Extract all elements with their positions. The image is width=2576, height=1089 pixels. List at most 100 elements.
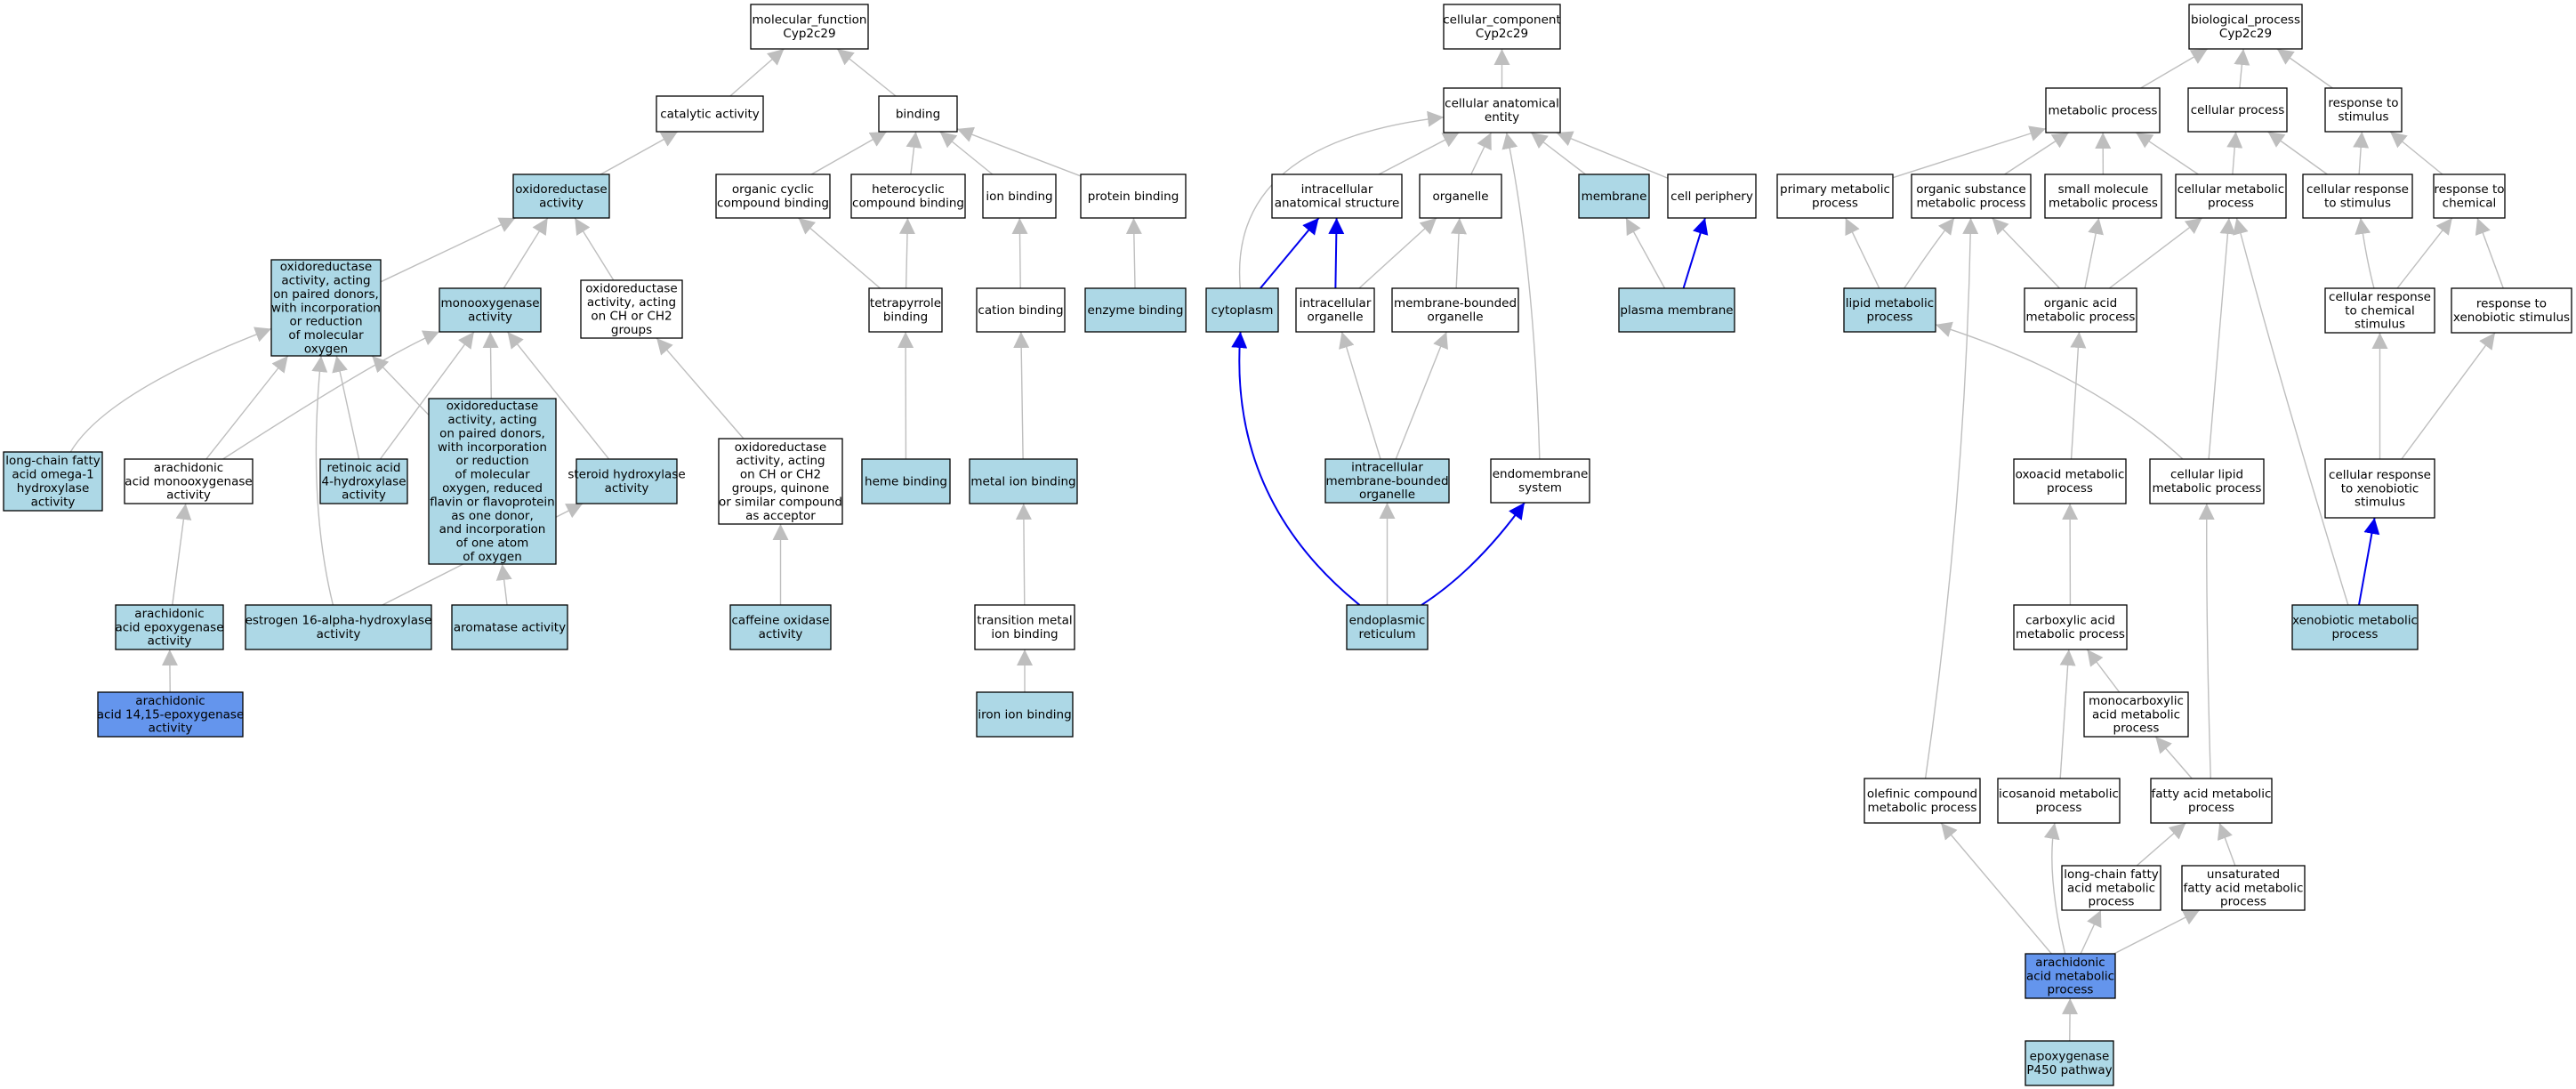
edge-olef-to-osmp xyxy=(1924,217,1979,779)
node-label-line: membrane xyxy=(1582,190,1647,204)
node-label-line: activity, acting xyxy=(447,413,536,427)
node-org[interactable]: organelle xyxy=(1419,173,1502,219)
node-box xyxy=(1346,604,1429,650)
node-box xyxy=(124,458,254,504)
edge-crts-to-cp xyxy=(2267,131,2328,175)
node-metal[interactable]: metal ion binding xyxy=(969,458,1078,504)
node-box xyxy=(512,173,610,219)
node-label-line: heterocyclic xyxy=(872,182,945,197)
edge-oamp-to-cmp xyxy=(2108,217,2203,289)
node-label-line: groups, quinone xyxy=(732,481,829,496)
node-arom[interactable]: aromatase activity xyxy=(451,604,568,650)
node-heme[interactable]: heme binding xyxy=(861,458,951,504)
node-catb[interactable]: cation binding xyxy=(976,287,1066,333)
node-cper[interactable]: cell periphery xyxy=(1667,173,1757,219)
node-bind[interactable]: binding xyxy=(878,95,958,133)
node-label-line: plasma membrane xyxy=(1620,303,1733,318)
node-memb[interactable]: membrane xyxy=(1578,173,1650,219)
node-ionb[interactable]: ion binding xyxy=(982,173,1057,219)
node-label-line: acid metabolic xyxy=(2067,881,2155,895)
edge-osmp-to-mp xyxy=(2004,132,2070,175)
edge-oxpd2-to-oxpd xyxy=(371,355,430,415)
node-cat[interactable]: catalytic activity xyxy=(656,95,764,133)
node-label-line: membrane-bounded xyxy=(1325,474,1448,488)
edge-rtxs-to-rtc xyxy=(2475,217,2504,289)
node-box xyxy=(982,173,1057,219)
node-label-line: xenobiotic stimulus xyxy=(2453,311,2570,325)
node-iron[interactable]: iron ion binding xyxy=(976,691,1074,738)
node-label-line: organelle xyxy=(1432,190,1488,204)
edge-famp-to-clmp xyxy=(2198,503,2215,779)
node-label-line: metabolic process xyxy=(2026,311,2136,325)
node-label-line: P450 pathway xyxy=(2026,1063,2112,1077)
node-label-line: cellular response xyxy=(2306,182,2409,197)
node-box xyxy=(2188,4,2303,50)
node-label-line: of molecular xyxy=(455,468,530,482)
node-label-line: stimulus xyxy=(2355,318,2405,332)
node-cp[interactable]: cellular process xyxy=(2187,87,2288,133)
node-label-line: molecular_function xyxy=(753,13,867,28)
node-enzb[interactable]: enzyme binding xyxy=(1084,287,1187,333)
node-box xyxy=(1578,173,1650,219)
node-pm[interactable]: plasma membrane xyxy=(1618,287,1735,333)
node-cyto[interactable]: cytoplasm xyxy=(1205,287,1279,333)
node-box xyxy=(2025,1040,2114,1086)
node-mp[interactable]: metabolic process xyxy=(2045,87,2161,133)
edge-oamp-to-smmp xyxy=(2084,217,2104,289)
node-protb[interactable]: protein binding xyxy=(1080,173,1187,219)
edge-xmp-to-cmp xyxy=(2233,217,2349,606)
